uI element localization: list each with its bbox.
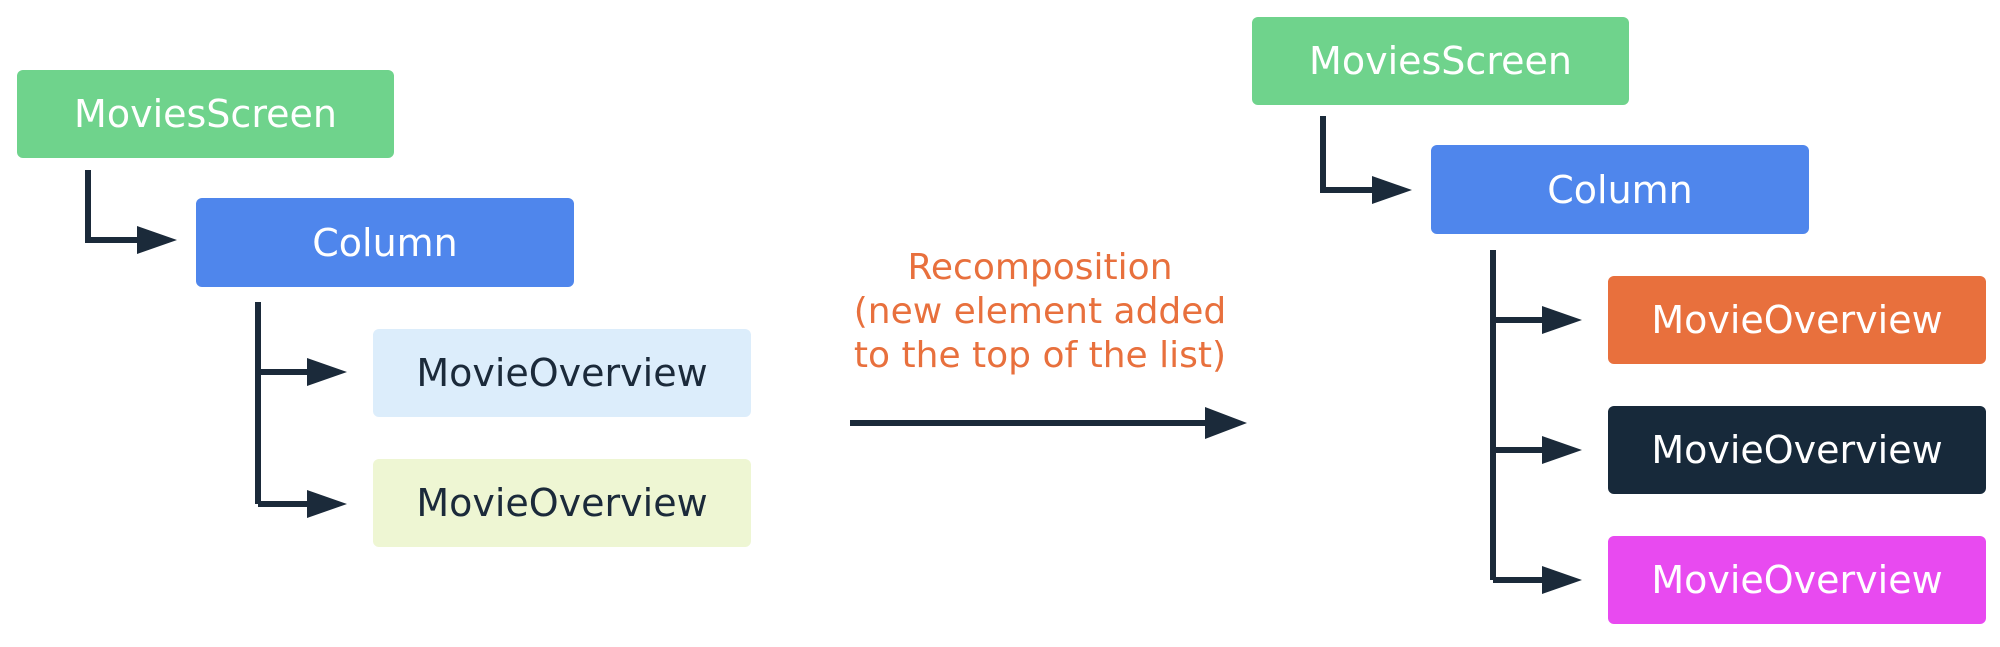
after-movies-screen-node: MoviesScreen xyxy=(1252,17,1629,105)
after-movie-overview-label-2: MovieOverview xyxy=(1651,428,1943,472)
after-arrowhead-item-3 xyxy=(1542,566,1582,594)
before-arrowhead-item-2 xyxy=(307,490,347,518)
before-movies-screen-label: MoviesScreen xyxy=(74,92,337,136)
after-movie-overview-node-3: MovieOverview xyxy=(1608,536,1986,624)
before-movie-overview-label-1: MovieOverview xyxy=(416,351,708,395)
after-arrowhead-item-1 xyxy=(1542,306,1582,334)
before-column-label: Column xyxy=(312,220,458,265)
after-arrowhead-item-2 xyxy=(1542,436,1582,464)
before-movie-overview-node-2: MovieOverview xyxy=(373,459,751,547)
before-arrowhead-item-1 xyxy=(307,358,347,386)
before-movie-overview-label-2: MovieOverview xyxy=(416,481,708,525)
after-connector-root-column xyxy=(1320,116,1375,193)
after-movie-overview-node-2: MovieOverview xyxy=(1608,406,1986,494)
after-column-label: Column xyxy=(1547,167,1693,212)
caption-line-2: (new element added xyxy=(853,291,1227,332)
transition-arrowhead xyxy=(1205,407,1247,439)
before-connector-root-column xyxy=(85,170,140,243)
before-movie-overview-node-1: MovieOverview xyxy=(373,329,751,417)
after-movies-screen-label: MoviesScreen xyxy=(1309,39,1572,83)
caption-line-3: to the top of the list) xyxy=(853,335,1227,376)
before-arrowhead-column xyxy=(137,226,177,254)
recomposition-caption: Recomposition (new element added to the … xyxy=(800,246,1280,378)
after-column-node: Column xyxy=(1431,145,1809,234)
after-arrowhead-column xyxy=(1372,176,1412,204)
after-movie-overview-node-1: MovieOverview xyxy=(1608,276,1986,364)
after-movie-overview-label-1: MovieOverview xyxy=(1651,298,1943,342)
before-movies-screen-node: MoviesScreen xyxy=(17,70,394,158)
caption-line-1: Recomposition xyxy=(907,247,1173,288)
before-column-node: Column xyxy=(196,198,574,287)
after-movie-overview-label-3: MovieOverview xyxy=(1651,558,1943,602)
